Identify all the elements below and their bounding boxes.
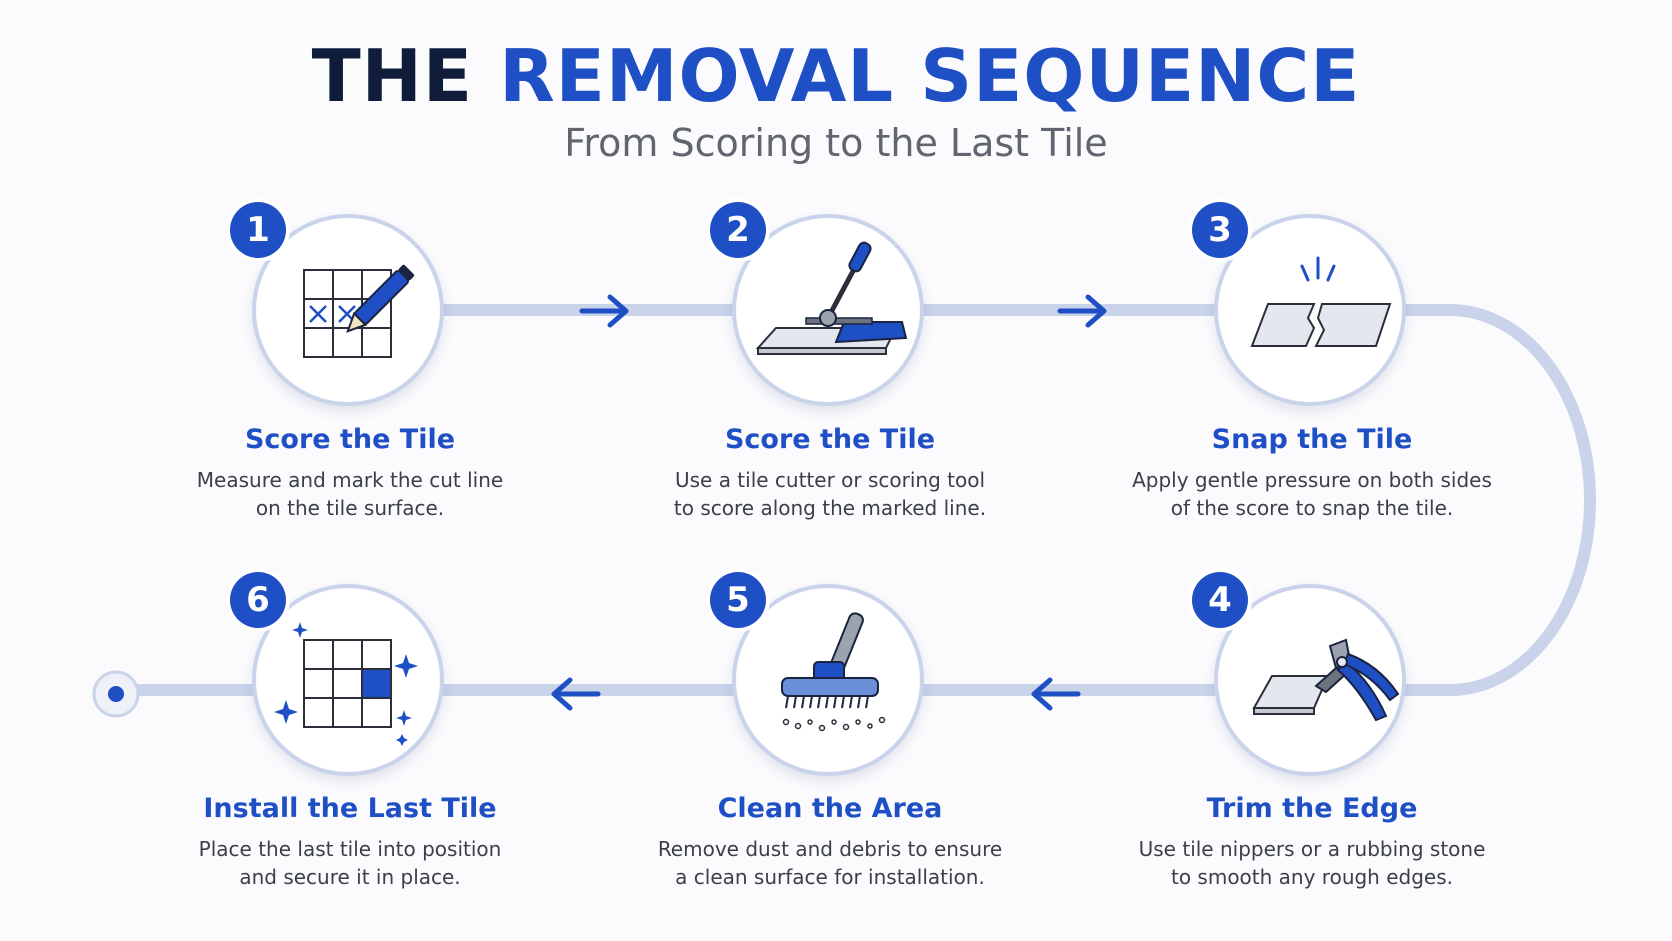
tile-nippers-icon [1252, 638, 1400, 722]
step-5-title: Clean the Area [717, 793, 943, 824]
step-4-badge: 4 [1192, 572, 1248, 628]
snapped-tile-icon [1250, 256, 1392, 347]
step-2-desc-line-2: to score along the marked line. [673, 496, 987, 520]
step-4-title: Trim the Edge [1206, 793, 1418, 824]
step-6-badge: 6 [230, 572, 286, 628]
tile-cutter-icon [755, 241, 908, 355]
page-subtitle: From Scoring to the Last Tile [564, 121, 1108, 165]
step-5-circle [732, 584, 924, 776]
step-2-desc-line-1: Use a tile cutter or scoring tool [674, 468, 986, 492]
step-3-title: Snap the Tile [1211, 424, 1413, 455]
step-4-desc: Use tile nippers or a rubbing stone to s… [1122, 835, 1502, 891]
step-1-badge: 1 [230, 202, 286, 258]
step-6-title: Install the Last Tile [203, 793, 497, 824]
step-5-desc: Remove dust and debris to ensure a clean… [640, 835, 1020, 891]
step-2-badge: 2 [710, 202, 766, 258]
title-part-2: REMOVAL SEQUENCE [499, 34, 1361, 118]
step-4-circle [1214, 584, 1406, 776]
step-5-desc-line-2: a clean surface for installation. [675, 865, 985, 889]
arrow-right-icon [579, 294, 629, 328]
step-3-desc-line-2: of the score to snap the tile. [1170, 496, 1454, 520]
step-4-desc-line-2: to smooth any rough edges. [1170, 865, 1453, 889]
step-3-desc: Apply gentle pressure on both sides of t… [1122, 466, 1502, 522]
step-1-desc: Measure and mark the cut line on the til… [160, 466, 540, 522]
arrow-left-icon [551, 677, 601, 711]
step-3-circle [1214, 214, 1406, 406]
step-3-badge: 3 [1192, 202, 1248, 258]
step-1-desc-line-1: Measure and mark the cut line [196, 468, 504, 492]
connector-curve-right [1410, 304, 1597, 696]
step-6-desc-line-1: Place the last tile into position [198, 837, 502, 861]
arrow-left-icon [1031, 677, 1081, 711]
end-point-inner [108, 686, 124, 702]
title-part-1: THE [311, 34, 474, 118]
step-5-badge: 5 [710, 572, 766, 628]
step-6-desc: Place the last tile into position and se… [160, 835, 540, 891]
scrub-brush-icon [781, 612, 886, 732]
step-2-circle [732, 214, 924, 406]
step-1-desc-line-2: on the tile surface. [255, 496, 445, 520]
step-1-title: Score the Tile [244, 424, 456, 455]
step-2-title: Score the Tile [724, 424, 936, 455]
step-6-desc-line-2: and secure it in place. [239, 865, 461, 889]
step-2-desc: Use a tile cutter or scoring tool to sco… [640, 466, 1020, 522]
step-6-circle [252, 584, 444, 776]
page-title: THE REMOVAL SEQUENCE [0, 34, 1672, 118]
step-4-desc-line-1: Use tile nippers or a rubbing stone [1138, 837, 1486, 861]
step-3-desc-line-1: Apply gentle pressure on both sides [1132, 468, 1492, 492]
step-5-desc-line-1: Remove dust and debris to ensure [657, 837, 1003, 861]
step-1-circle [252, 214, 444, 406]
completed-grid-sparkle-icon [274, 622, 418, 746]
tile-grid-pencil-icon [303, 264, 415, 358]
arrow-right-icon [1057, 294, 1107, 328]
